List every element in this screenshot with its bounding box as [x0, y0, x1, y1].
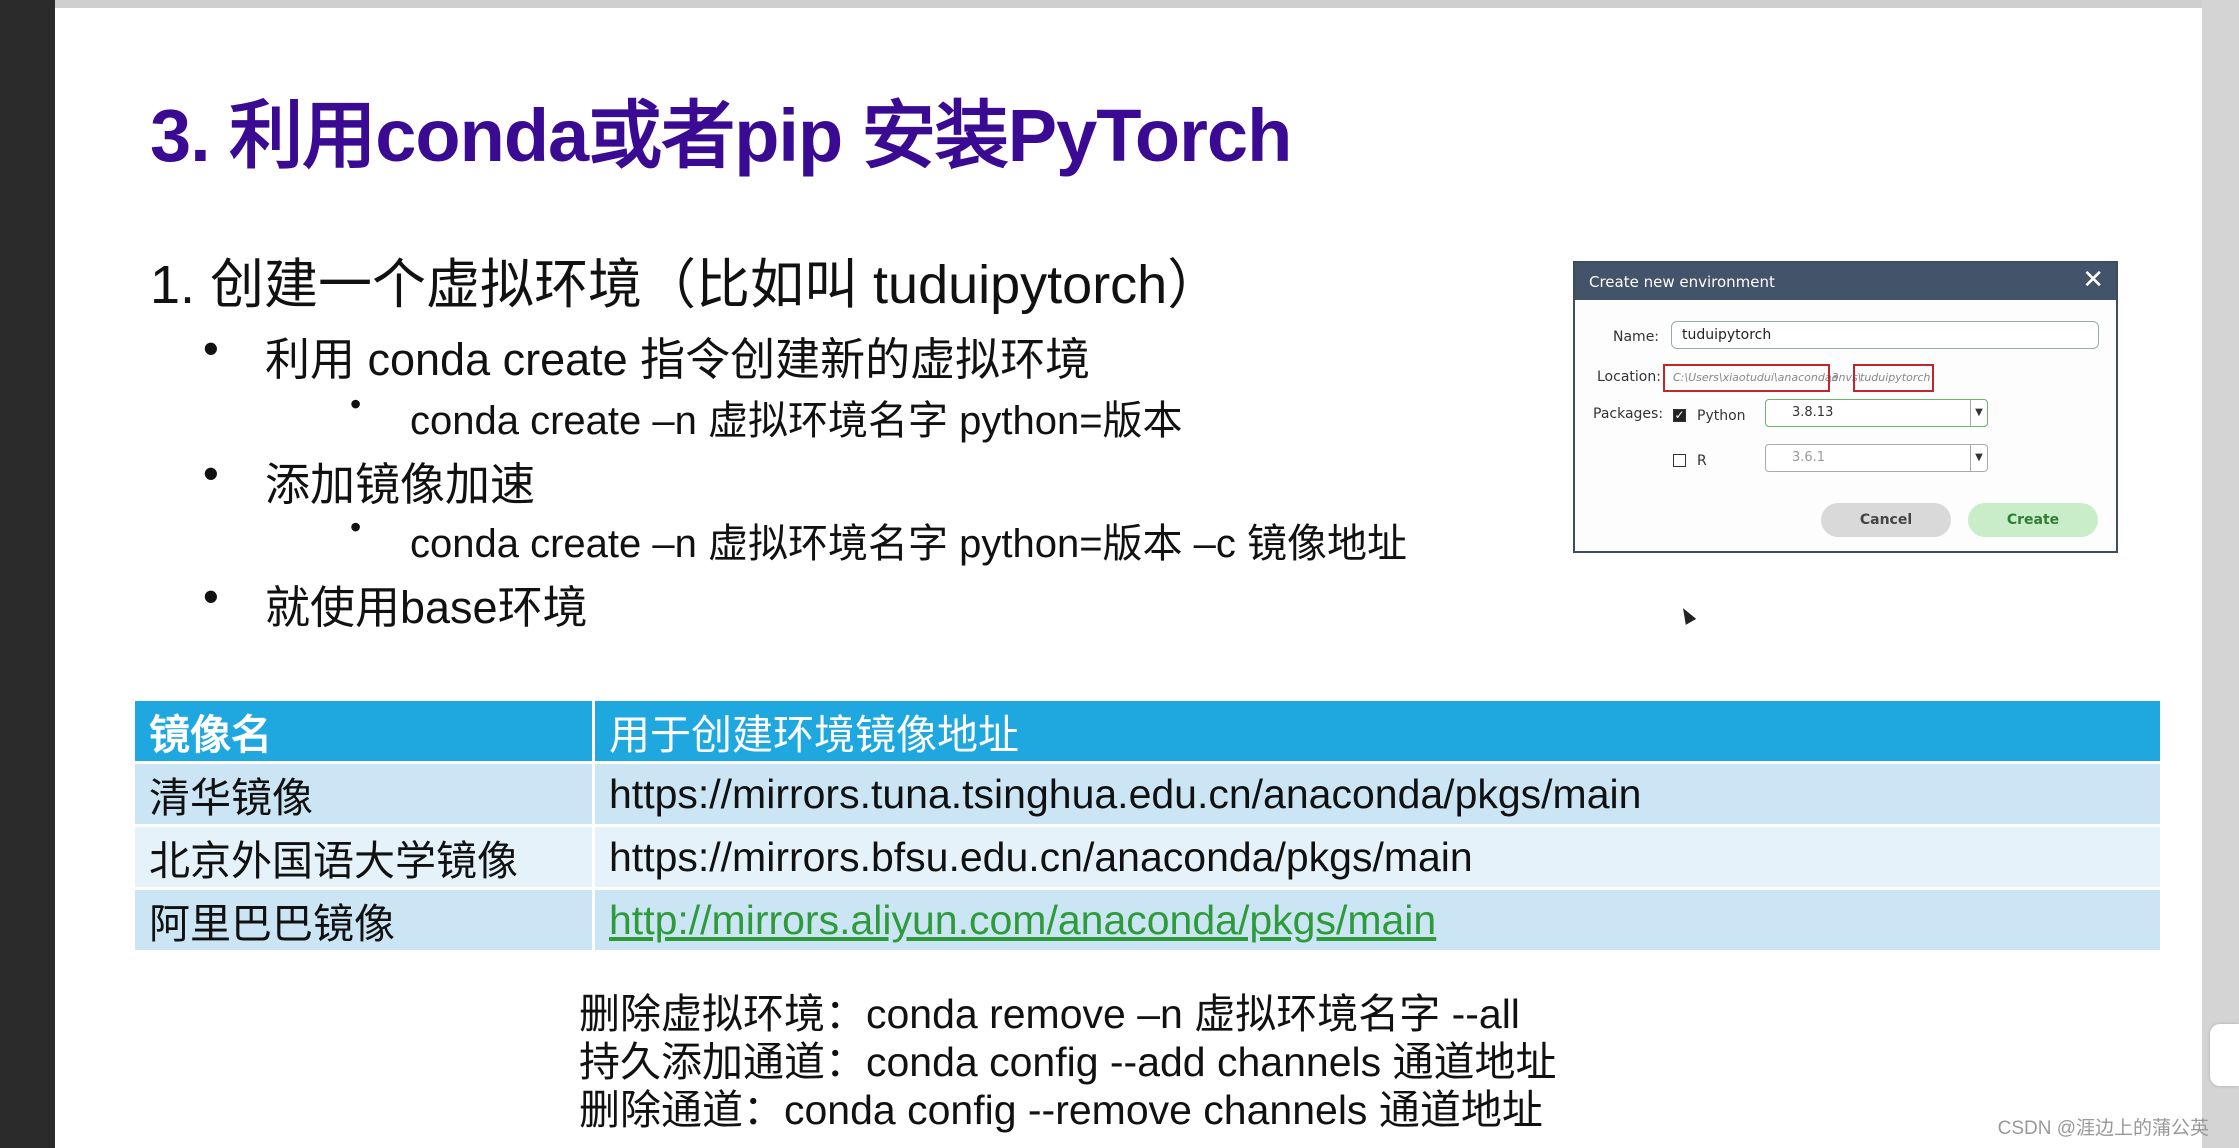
table-row: 北京外国语大学镜像 https://mirrors.bfsu.edu.cn/an… — [132, 824, 2163, 890]
location-label: Location: — [1597, 369, 1661, 385]
bullet-text: 添加镜像加速 — [265, 459, 536, 510]
header-mirror-url: 用于创建环境镜像地址 — [592, 698, 2163, 764]
check-icon: ✓ — [1674, 408, 1685, 422]
python-label: Python — [1697, 408, 1746, 424]
bullet-text: 就使用base环境 — [265, 582, 588, 633]
location-prefix: C:\Users\xiaotudui\anaconda3 — [1673, 371, 1839, 384]
mirror-url-link[interactable]: http://mirrors.aliyun.com/anaconda/pkgs/… — [592, 887, 2163, 953]
note-add-channel: 持久添加通道：conda config --add channels 通道地址 — [579, 1039, 1557, 1085]
bullet-mirror-accel: • 添加镜像加速 — [203, 448, 536, 513]
name-field[interactable]: tuduipytorch — [1671, 321, 2099, 349]
note-remove-env: 删除虚拟环境：conda remove –n 虚拟环境名字 --all — [579, 991, 1520, 1037]
bullet-text: 利用 conda create 指令创建新的虚拟环境 — [265, 334, 1091, 385]
header-mirror-name: 镜像名 — [132, 698, 595, 764]
cancel-button[interactable]: Cancel — [1821, 503, 1951, 537]
watermark: CSDN @涯边上的蒲公英 — [1997, 1118, 2209, 1139]
table-row: 阿里巴巴镜像 http://mirrors.aliyun.com/anacond… — [132, 887, 2163, 953]
bullet-conda-create: • 利用 conda create 指令创建新的虚拟环境 — [203, 323, 1091, 388]
bullet-dot: • — [203, 448, 219, 499]
mirror-name: 清华镜像 — [132, 761, 595, 827]
create-environment-dialog: Create new environment ✕ Name: tuduipyto… — [1573, 261, 2118, 553]
highlight-box-path — [1663, 364, 1830, 392]
dialog-titlebar: Create new environment ✕ — [1575, 263, 2116, 300]
dialog-title: Create new environment — [1589, 272, 1775, 291]
chevron-down-icon: ▼ — [1970, 400, 1987, 426]
table-row: 清华镜像 https://mirrors.tuna.tsinghua.edu.c… — [132, 761, 2163, 827]
mirror-url: https://mirrors.tuna.tsinghua.edu.cn/ana… — [592, 761, 2163, 827]
note-remove-channel: 删除通道：conda config --remove channels 通道地址 — [579, 1087, 1543, 1133]
mirror-url: https://mirrors.bfsu.edu.cn/anaconda/pkg… — [592, 824, 2163, 890]
sub-bullet-text: conda create –n 虚拟环境名字 python=版本 — [410, 399, 1183, 443]
mirror-table: 镜像名 用于创建环境镜像地址 清华镜像 https://mirrors.tuna… — [132, 698, 2163, 953]
r-label: R — [1697, 453, 1707, 469]
r-checkbox[interactable] — [1673, 454, 1686, 467]
viewer-right-band — [2202, 0, 2239, 1148]
bullet-dot: • — [203, 571, 219, 622]
name-label: Name: — [1613, 329, 1660, 345]
sub-bullet-mirror-command: • conda create –n 虚拟环境名字 python=版本 –c 镜像… — [350, 509, 1408, 569]
bullet-dot: • — [350, 386, 362, 422]
python-version-select[interactable]: 3.8.13 ▼ — [1765, 399, 1988, 427]
mirror-name: 阿里巴巴镜像 — [132, 887, 595, 953]
location-env-name: tuduipytorch — [1860, 371, 1931, 384]
r-version-select[interactable]: 3.6.1 ▼ — [1765, 444, 1988, 472]
python-version-value: 3.8.13 — [1792, 405, 1834, 420]
table-header-row: 镜像名 用于创建环境镜像地址 — [132, 698, 2163, 764]
sub-bullet-text: conda create –n 虚拟环境名字 python=版本 –c 镜像地址 — [410, 522, 1408, 566]
create-button[interactable]: Create — [1968, 503, 2098, 537]
r-version-value: 3.6.1 — [1792, 450, 1826, 465]
highlight-box-env-name — [1853, 364, 1934, 392]
slide-title: 3. 利用conda或者pip 安装PyTorch — [150, 94, 1292, 177]
packages-label: Packages: — [1593, 406, 1664, 422]
bullet-dot: • — [350, 509, 362, 545]
viewer-top-band — [0, 0, 2239, 8]
bullet-base-env: • 就使用base环境 — [203, 571, 588, 636]
sub-bullet-conda-command: • conda create –n 虚拟环境名字 python=版本 — [350, 386, 1183, 446]
slide: 3. 利用conda或者pip 安装PyTorch 1. 创建一个虚拟环境（比如… — [55, 8, 2202, 1148]
viewer-left-band — [0, 0, 55, 1148]
bullet-dot: • — [203, 323, 219, 374]
chevron-down-icon: ▼ — [1970, 445, 1987, 471]
close-icon[interactable]: ✕ — [2082, 265, 2104, 295]
side-panel-handle[interactable] — [2210, 1024, 2239, 1086]
mirror-name: 北京外国语大学镜像 — [132, 824, 595, 890]
step-1-heading: 1. 创建一个虚拟环境（比如叫 tuduipytorch） — [150, 255, 1222, 315]
aliyun-link[interactable]: http://mirrors.aliyun.com/anaconda/pkgs/… — [609, 896, 1437, 943]
python-checkbox[interactable]: ✓ — [1673, 409, 1686, 422]
